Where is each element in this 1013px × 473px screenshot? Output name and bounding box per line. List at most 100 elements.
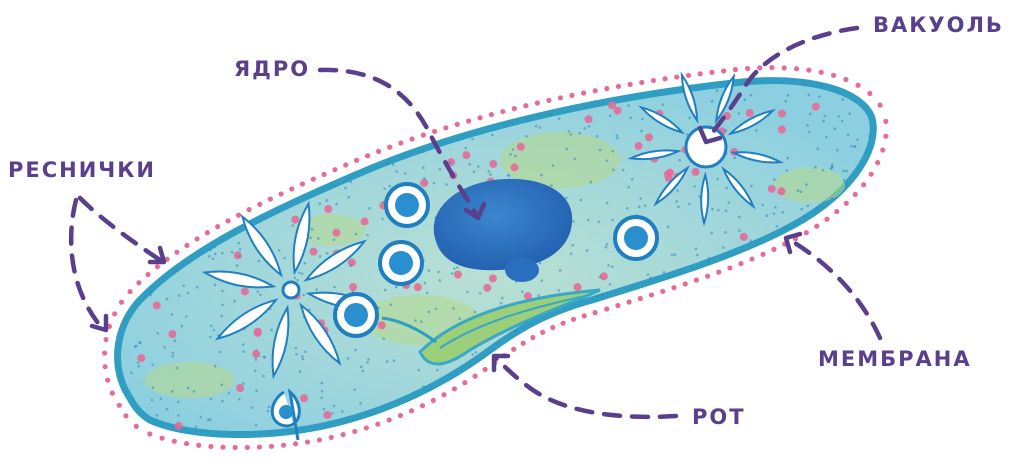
speckle bbox=[221, 290, 224, 293]
speckle bbox=[228, 392, 231, 395]
speckle bbox=[717, 209, 720, 212]
pink-dot bbox=[861, 182, 866, 187]
speckle bbox=[323, 408, 326, 411]
speckle bbox=[151, 363, 154, 366]
speckle bbox=[565, 148, 568, 151]
speckle bbox=[639, 197, 642, 200]
pink-dot bbox=[455, 122, 460, 127]
speckle bbox=[453, 267, 456, 270]
speckle bbox=[550, 184, 553, 187]
speckle bbox=[725, 209, 728, 212]
pink-dot bbox=[110, 391, 115, 396]
pink-dot bbox=[289, 186, 294, 191]
pink-dot bbox=[662, 76, 667, 81]
speckle bbox=[333, 405, 336, 408]
speckle bbox=[473, 170, 476, 173]
speckle bbox=[612, 169, 615, 172]
pink-dot bbox=[119, 300, 124, 305]
speckle bbox=[151, 399, 154, 402]
speckle bbox=[231, 251, 234, 254]
speckle bbox=[856, 138, 859, 141]
speckle bbox=[572, 220, 575, 223]
speckle bbox=[320, 397, 323, 400]
speckle bbox=[417, 369, 420, 372]
pink-dot bbox=[136, 280, 141, 285]
pink-dot bbox=[105, 378, 110, 383]
speckle bbox=[724, 231, 727, 234]
speckle bbox=[458, 317, 461, 320]
speckle bbox=[435, 307, 438, 310]
speckle bbox=[209, 249, 212, 252]
speckle bbox=[540, 279, 543, 282]
speckle bbox=[797, 189, 800, 192]
speckle bbox=[599, 149, 602, 152]
pink-dot bbox=[843, 77, 848, 82]
pink-dot bbox=[409, 136, 414, 141]
pink-dot bbox=[869, 172, 874, 177]
pink-dot bbox=[867, 91, 872, 96]
pink-dot bbox=[317, 437, 322, 442]
pink-dot bbox=[604, 86, 609, 91]
speckle bbox=[525, 118, 528, 121]
pink-dot bbox=[332, 167, 337, 172]
pink-granule bbox=[746, 109, 754, 117]
pink-dot bbox=[523, 103, 528, 108]
speckle bbox=[693, 185, 696, 188]
speckle bbox=[806, 124, 809, 127]
speckle bbox=[192, 390, 195, 393]
arrow-cilia-upper bbox=[80, 198, 160, 260]
speckle bbox=[311, 228, 314, 231]
speckle bbox=[180, 325, 183, 328]
pink-granule bbox=[489, 274, 497, 282]
pink-dot bbox=[582, 313, 587, 318]
speckle bbox=[291, 224, 294, 227]
pink-dot bbox=[782, 65, 787, 70]
speckle bbox=[466, 291, 469, 294]
speckle bbox=[638, 206, 641, 209]
speckle bbox=[587, 219, 590, 222]
pink-dot bbox=[769, 65, 774, 70]
speckle bbox=[834, 127, 837, 130]
pink-dot bbox=[512, 106, 517, 111]
speckle bbox=[809, 113, 812, 116]
speckle bbox=[588, 125, 591, 128]
speckle bbox=[800, 190, 803, 193]
pink-granule bbox=[137, 354, 145, 362]
speckle bbox=[368, 207, 371, 210]
speckle bbox=[738, 229, 741, 232]
speckle bbox=[475, 351, 478, 354]
pink-dot bbox=[550, 325, 555, 330]
pink-granule bbox=[175, 422, 183, 430]
speckle bbox=[471, 138, 474, 141]
speckle bbox=[390, 303, 393, 306]
pink-dot bbox=[225, 218, 230, 223]
speckle bbox=[820, 85, 823, 88]
speckle bbox=[166, 408, 169, 411]
pink-granule bbox=[332, 229, 340, 237]
speckle bbox=[366, 234, 369, 237]
speckle bbox=[816, 147, 819, 150]
speckle bbox=[333, 238, 336, 241]
speckle bbox=[539, 126, 542, 129]
speckle bbox=[137, 365, 140, 368]
speckle bbox=[785, 169, 788, 172]
pink-dot bbox=[615, 303, 620, 308]
speckle bbox=[178, 294, 181, 297]
pink-dot bbox=[196, 443, 201, 448]
speckle bbox=[559, 269, 562, 272]
pink-dot bbox=[878, 103, 883, 108]
pink-granule bbox=[517, 143, 525, 151]
speckle bbox=[841, 120, 844, 123]
speckle bbox=[387, 162, 390, 165]
speckle bbox=[242, 350, 245, 353]
speckle bbox=[239, 248, 242, 251]
speckle bbox=[386, 360, 389, 363]
speckle bbox=[848, 112, 851, 115]
speckle bbox=[262, 375, 265, 378]
pink-dot bbox=[340, 432, 345, 437]
speckle bbox=[558, 117, 561, 120]
speckle bbox=[187, 292, 190, 295]
speckle bbox=[800, 208, 803, 211]
pink-dot bbox=[387, 145, 392, 150]
